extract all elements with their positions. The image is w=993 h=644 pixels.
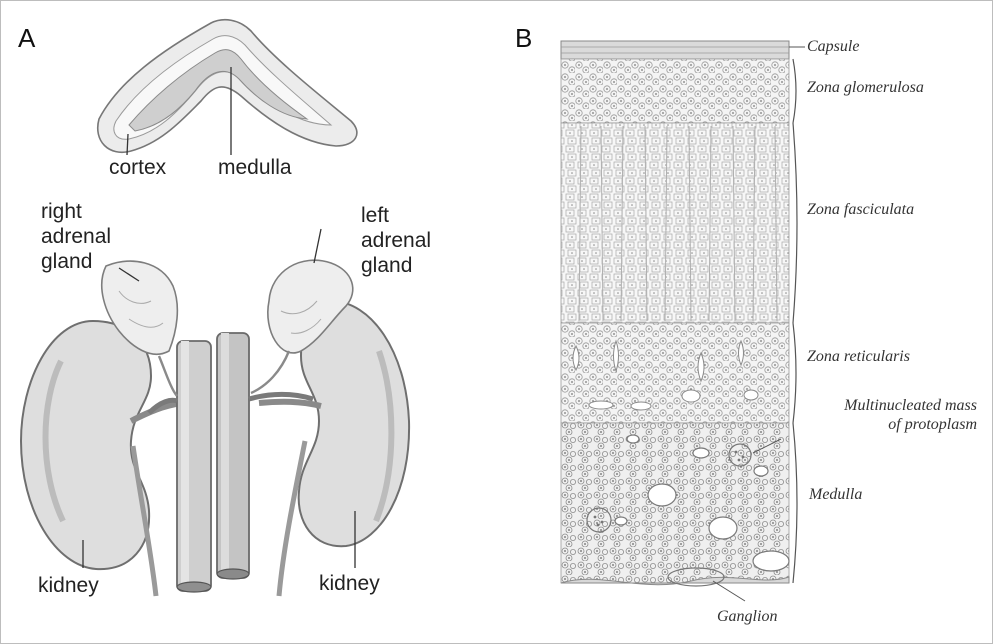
- histology-section: [561, 41, 805, 601]
- right-adrenal-line-1: right: [41, 199, 111, 224]
- capsule-label: Capsule: [807, 37, 859, 56]
- adrenal-cross-section: [98, 20, 357, 155]
- right-kidney-illustration: [259, 229, 409, 596]
- panel-b-letter: B: [515, 23, 532, 54]
- cortex-label: cortex: [109, 155, 166, 180]
- kidney-label-right: kidney: [319, 571, 380, 596]
- multinucleated-mass-label: Multinucleated mass of protoplasm: [805, 396, 977, 434]
- right-adrenal-line-2: adrenal: [41, 224, 111, 249]
- left-adrenal-line-3: gland: [361, 253, 431, 278]
- left-adrenal-gland-label: left adrenal gland: [361, 203, 431, 278]
- left-adrenal-line-1: left: [361, 203, 431, 228]
- left-adrenal-line-2: adrenal: [361, 228, 431, 253]
- medulla-histology-label: Medulla: [809, 485, 862, 504]
- left-kidney-illustration: [21, 261, 181, 596]
- zona-glomerulosa-label: Zona glomerulosa: [807, 78, 924, 97]
- zona-reticularis-label: Zona reticularis: [807, 347, 910, 366]
- zona-fasciculata-label: Zona fasciculata: [807, 200, 914, 219]
- right-adrenal-gland-label: right adrenal gland: [41, 199, 111, 274]
- right-adrenal-line-3: gland: [41, 249, 111, 274]
- kidney-label-left: kidney: [38, 573, 99, 598]
- medulla-label: medulla: [218, 155, 292, 180]
- ganglion-label: Ganglion: [717, 607, 777, 626]
- multinucleated-line-2: of protoplasm: [805, 415, 977, 434]
- panel-a-letter: A: [18, 23, 35, 54]
- great-vessels: [149, 333, 313, 592]
- multinucleated-line-1: Multinucleated mass: [805, 396, 977, 415]
